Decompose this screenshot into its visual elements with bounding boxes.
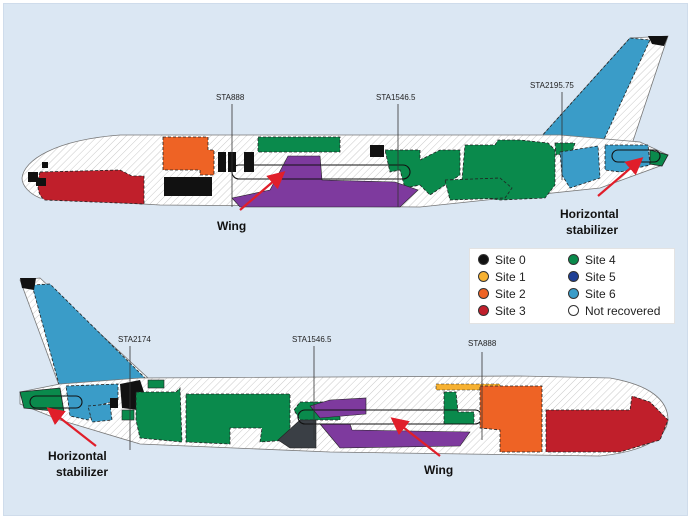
lower-blue-aft-2 xyxy=(87,403,113,423)
legend-item-site3: Site 3 xyxy=(478,304,526,318)
upper-green-1 xyxy=(257,136,341,153)
upper-green-2 xyxy=(384,149,461,196)
lower-wing-purple xyxy=(309,397,367,419)
upper-nose-site3 xyxy=(37,169,145,205)
upper-green-4 xyxy=(444,177,513,201)
legend-swatch xyxy=(478,305,489,316)
upper-black-1 xyxy=(218,152,226,172)
upper-aircraft: STA888 STA1546.5 STA2195.75 Wing Horizon… xyxy=(21,35,669,237)
legend-label: Site 5 xyxy=(585,270,616,284)
legend-label: Not recovered xyxy=(585,304,661,318)
upper-wing-callout: Wing xyxy=(217,219,246,233)
upper-stabilizer-arrow xyxy=(597,157,644,197)
legend-label: Site 2 xyxy=(495,287,526,301)
legend-label: Site 3 xyxy=(495,304,526,318)
lower-sta-label-3: STA888 xyxy=(468,339,497,348)
upper-nose-black-1 xyxy=(28,172,38,182)
lower-green-1 xyxy=(135,387,183,443)
upper-wing-arrow xyxy=(239,171,286,211)
lower-tail-tip xyxy=(20,278,36,290)
legend-item-site2: Site 2 xyxy=(478,287,526,301)
lower-black-small-1 xyxy=(110,398,118,408)
legend: Site 0 Site 1 Site 2 Site 3 Site 4 Site … xyxy=(469,248,675,324)
upper-black-cargo xyxy=(164,177,212,196)
upper-sta-label-2: STA1546.5 xyxy=(376,93,416,102)
legend-item-site1: Site 1 xyxy=(478,270,526,284)
upper-black-4 xyxy=(370,145,384,157)
legend-swatch xyxy=(568,271,579,282)
legend-label: Site 1 xyxy=(495,270,526,284)
legend-label: Site 0 xyxy=(495,253,526,267)
lower-grey-wing-root xyxy=(277,419,317,449)
lower-aircraft: STA2174 STA1546.5 STA888 Horizontal stab… xyxy=(19,277,669,479)
upper-stabilizer-callout-1: Horizontal xyxy=(560,207,619,221)
lower-green-small-1 xyxy=(147,379,165,389)
legend-item-site5: Site 5 xyxy=(568,270,616,284)
upper-wing-purple xyxy=(231,155,419,208)
legend-swatch xyxy=(478,254,489,265)
legend-swatch xyxy=(568,305,579,316)
legend-swatch xyxy=(478,288,489,299)
lower-wing-arrow xyxy=(390,417,441,457)
upper-tail-tip xyxy=(648,36,668,46)
legend-label: Site 4 xyxy=(585,253,616,267)
lower-stabilizer-arrow xyxy=(46,407,97,447)
legend-item-site0: Site 0 xyxy=(478,253,526,267)
legend-swatch xyxy=(478,271,489,282)
lower-green-2 xyxy=(185,393,291,445)
upper-nose-black-2 xyxy=(36,178,46,186)
upper-sta-label-1: STA888 xyxy=(216,93,245,102)
upper-sta-label-3: STA2195.75 xyxy=(530,81,574,90)
lower-orange-site2 xyxy=(479,385,543,453)
upper-black-3 xyxy=(244,152,254,172)
lower-sta-label-2: STA1546.5 xyxy=(292,335,332,344)
lower-green-small-2 xyxy=(121,409,135,421)
legend-item-site4: Site 4 xyxy=(568,253,616,267)
lower-sta-label-1: STA2174 xyxy=(118,335,151,344)
lower-stabilizer-callout-1: Horizontal xyxy=(48,449,107,463)
legend-swatch xyxy=(568,288,579,299)
legend-label: Site 6 xyxy=(585,287,616,301)
upper-stabilizer-callout-2: stabilizer xyxy=(566,223,618,237)
legend-item-not-recovered: Not recovered xyxy=(568,304,660,318)
legend-item-site6: Site 6 xyxy=(568,287,616,301)
lower-red-site3 xyxy=(545,395,669,453)
lower-stabilizer-callout-2: stabilizer xyxy=(56,465,108,479)
upper-orange-site2 xyxy=(162,136,215,176)
upper-nose-black-3 xyxy=(42,162,48,168)
legend-swatch xyxy=(568,254,579,265)
lower-wing-callout: Wing xyxy=(424,463,453,477)
